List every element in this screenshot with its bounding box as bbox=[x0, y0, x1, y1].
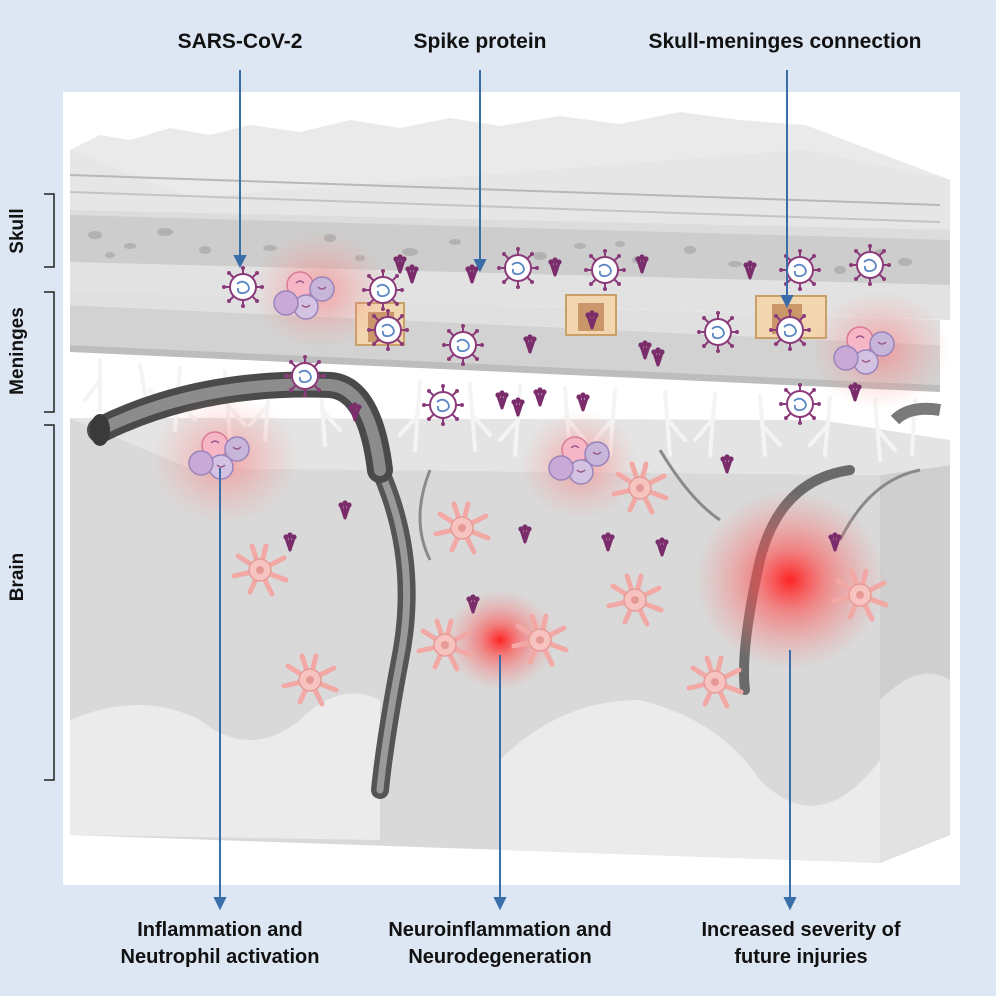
virus-particle bbox=[441, 323, 485, 367]
blood-vessel-end bbox=[90, 414, 110, 446]
label-inflammation: Inflammation and Neutrophil activation bbox=[80, 917, 360, 971]
brain-fold-line bbox=[418, 469, 432, 561]
label-severity-line-1: Increased severity of bbox=[701, 919, 901, 941]
virus-particle bbox=[496, 246, 540, 290]
skull-top-surface bbox=[70, 112, 950, 198]
skull-bracket bbox=[44, 193, 55, 268]
label-skull-meninges-connection: Skull-meninges connection bbox=[648, 30, 922, 53]
label-severity-line-2: future injuries bbox=[734, 946, 868, 968]
virus-particle bbox=[696, 310, 740, 354]
meninges-bracket bbox=[44, 291, 55, 413]
virus-particle bbox=[583, 248, 627, 292]
label-neuroinflammation-line-2: Neurodegeneration bbox=[408, 946, 592, 968]
arrow-head bbox=[213, 897, 227, 911]
label-neuroinflammation: Neuroinflammation and Neurodegeneration bbox=[362, 917, 638, 971]
label-meninges: Meninges bbox=[7, 307, 28, 395]
label-inflammation-line-1: Inflammation and bbox=[137, 919, 303, 941]
blood-vessel bbox=[890, 402, 941, 425]
arrow-head bbox=[493, 897, 507, 911]
brain-region bbox=[880, 673, 950, 863]
label-inflammation-line-2: Neutrophil activation bbox=[120, 946, 320, 968]
inflammation-glow bbox=[445, 590, 555, 690]
arrow-head bbox=[783, 897, 797, 911]
virus-particle bbox=[778, 382, 822, 426]
brain-fold-line bbox=[658, 449, 721, 522]
meninges-layer bbox=[70, 345, 940, 392]
virus-particle bbox=[778, 248, 822, 292]
label-neuroinflammation-line-1: Neuroinflammation and bbox=[388, 919, 612, 941]
arrow-head bbox=[780, 295, 794, 309]
virus-particle bbox=[221, 265, 265, 309]
virus-particle bbox=[283, 354, 327, 398]
virus-particle bbox=[768, 308, 812, 352]
brain-bracket bbox=[44, 424, 55, 781]
label-severity: Increased severity of future injuries bbox=[670, 917, 932, 971]
brain-sulcus-vessel-highlight bbox=[376, 466, 411, 794]
virus-particle bbox=[848, 243, 892, 287]
label-sars-cov-2: SARS-CoV-2 bbox=[177, 30, 303, 53]
arrow-head bbox=[473, 259, 487, 273]
label-spike-protein: Spike protein bbox=[413, 30, 547, 53]
virus-particle bbox=[361, 268, 405, 312]
virus-particle bbox=[366, 308, 410, 352]
brain-region bbox=[70, 693, 380, 840]
brain-region bbox=[500, 700, 880, 863]
label-brain: Brain bbox=[7, 552, 28, 602]
arrow-head bbox=[233, 255, 247, 269]
virus-particle bbox=[421, 383, 465, 427]
